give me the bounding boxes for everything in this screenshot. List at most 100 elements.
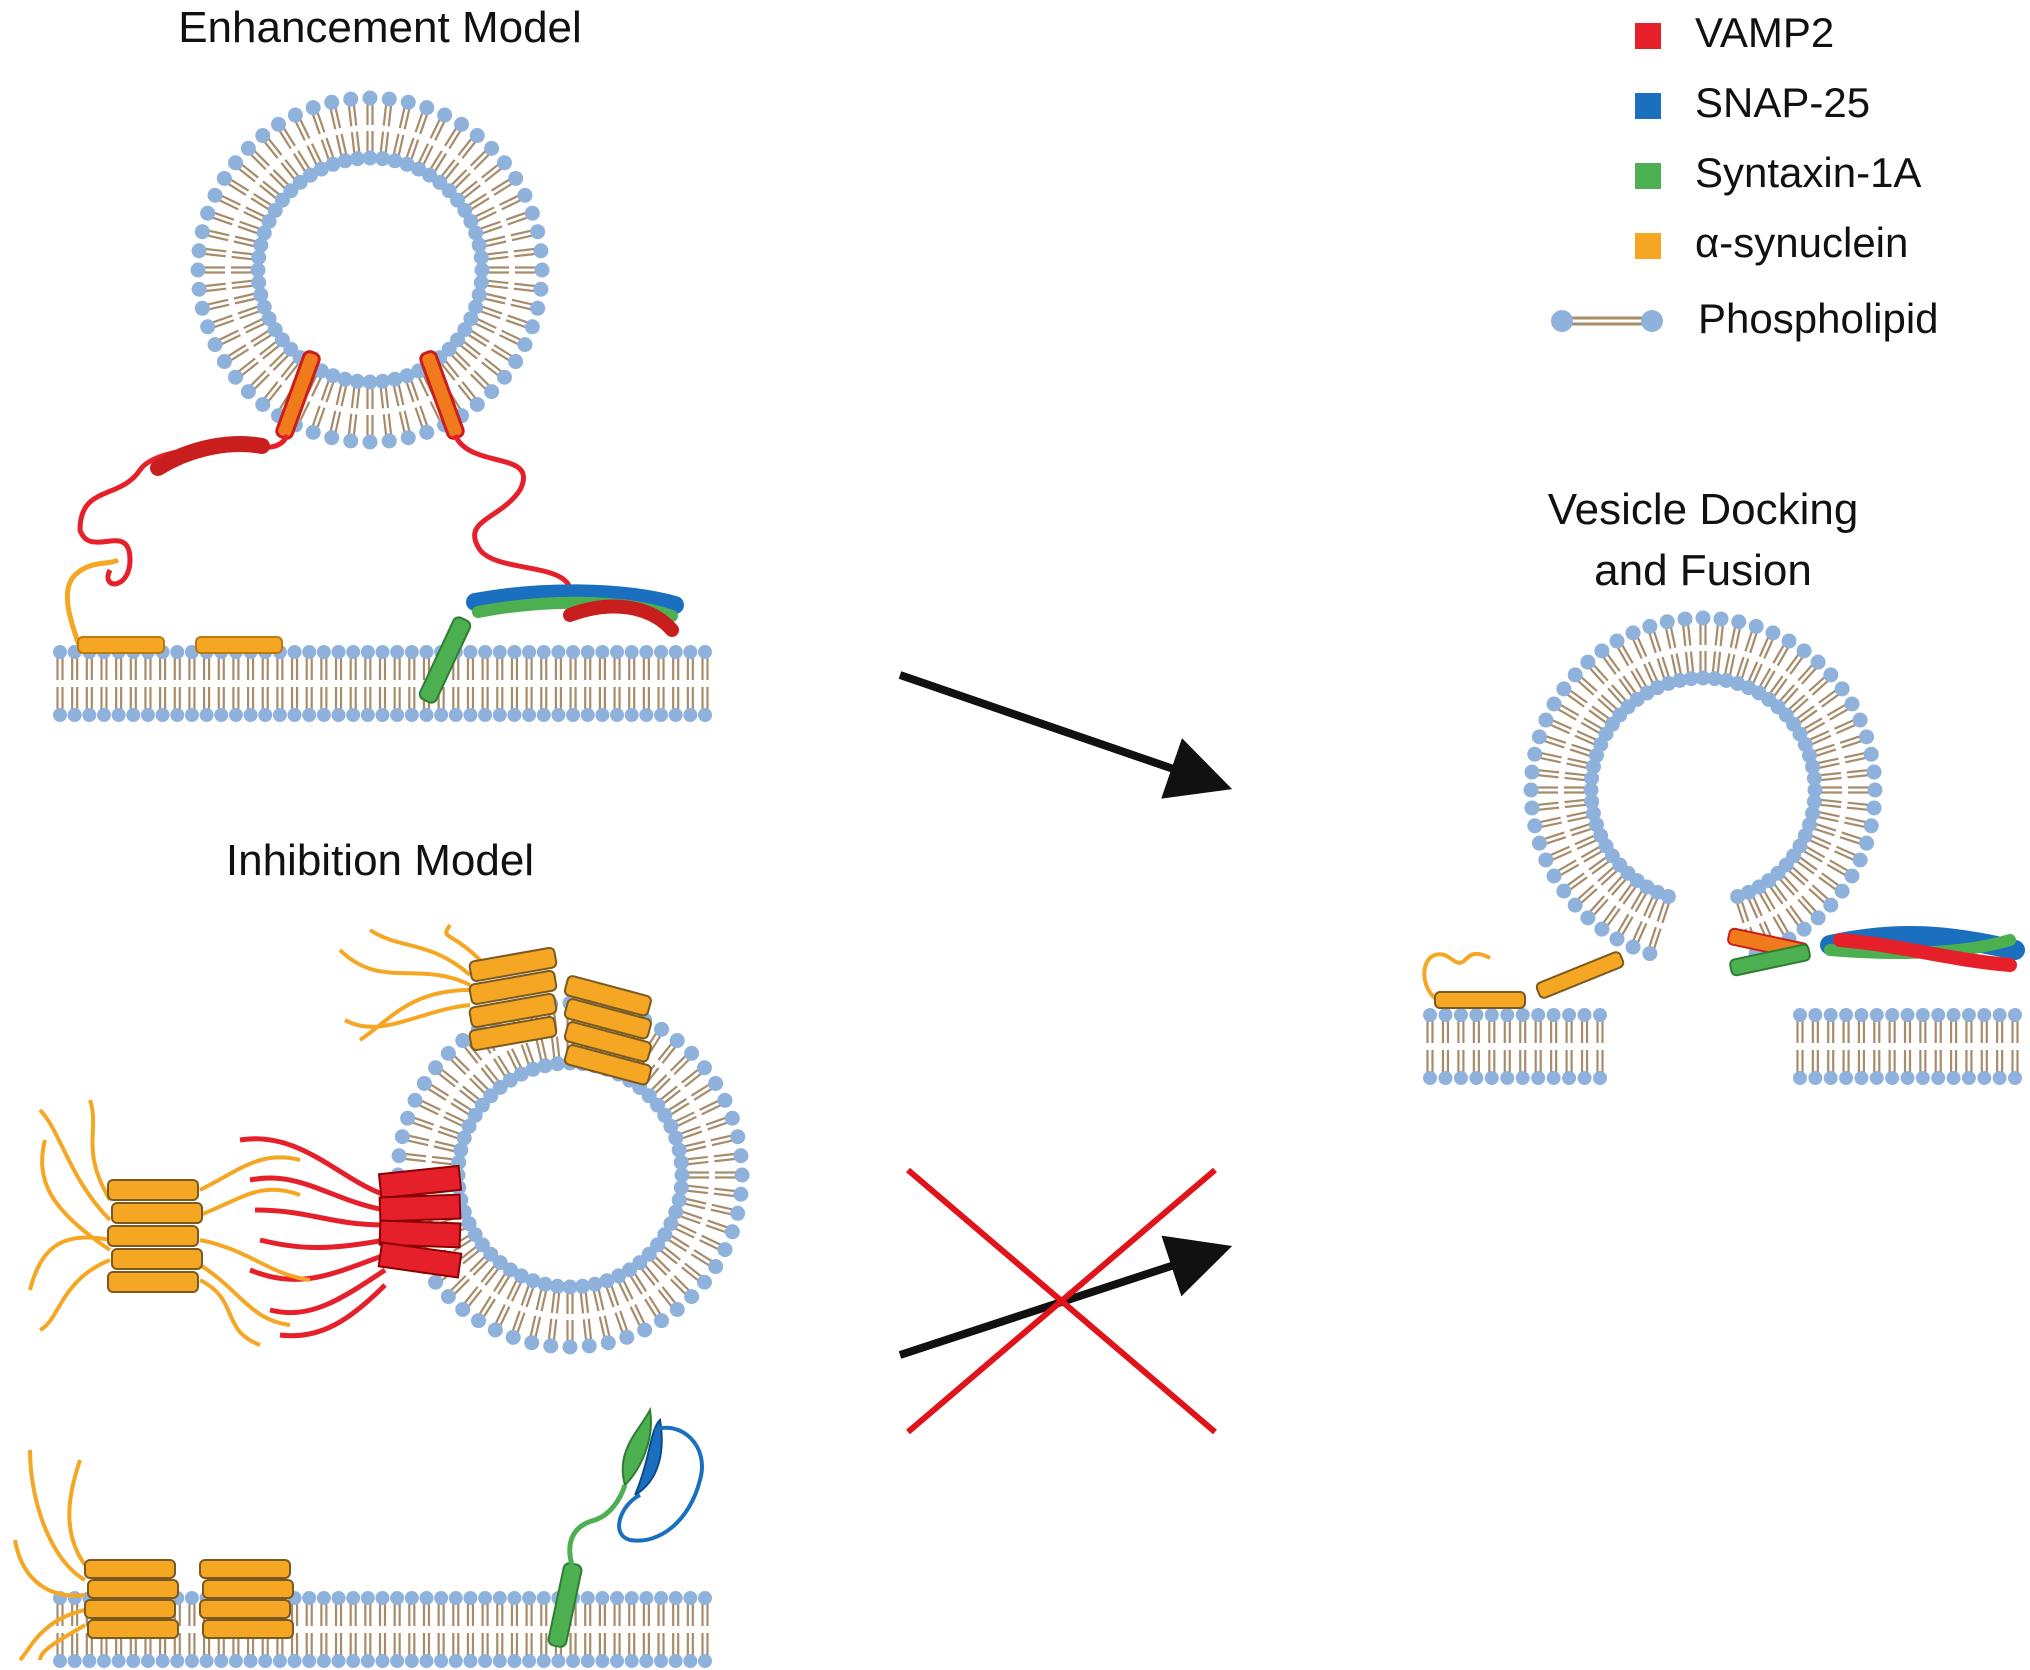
lipid-head xyxy=(513,1066,529,1082)
lipid-head xyxy=(1805,805,1821,821)
lipid-head xyxy=(611,1268,627,1284)
lipid-head xyxy=(170,708,185,722)
lipid-head xyxy=(199,708,214,722)
lipid-head xyxy=(668,645,683,659)
synuclein-multimer-membrane xyxy=(13,1449,294,1662)
lipid-head xyxy=(324,430,340,446)
lipid-head xyxy=(537,1058,553,1074)
lipid-head xyxy=(1852,712,1868,728)
lipid-head xyxy=(463,645,478,659)
lipid-head xyxy=(375,708,390,722)
lipid-head xyxy=(381,433,397,449)
fusion-membrane-left xyxy=(1423,1008,1607,1085)
lipid-head xyxy=(1900,1071,1915,1085)
lipid-head xyxy=(240,140,256,156)
lipid-head xyxy=(610,645,625,659)
fusion-synuclein-helix-2 xyxy=(1535,951,1625,999)
lipid-head xyxy=(1915,1071,1930,1085)
lipid-head xyxy=(551,708,566,722)
lipid-head xyxy=(126,708,141,722)
lipid-head xyxy=(683,1654,698,1668)
lipid-head xyxy=(194,224,210,240)
lipid-head xyxy=(624,645,639,659)
lipid-head xyxy=(331,1654,346,1668)
lipid-head xyxy=(404,1591,419,1605)
lipid-head xyxy=(349,373,365,389)
lipid-head xyxy=(508,170,524,186)
lipid-head xyxy=(419,708,434,722)
lipid-head xyxy=(362,90,378,106)
legend-label-syntaxin: Syntaxin-1A xyxy=(1695,149,1921,196)
lipid-head xyxy=(587,1276,603,1292)
lipid-head xyxy=(1538,852,1554,868)
lipid-head xyxy=(671,1142,687,1158)
lipid-head xyxy=(256,225,272,241)
lipid-head xyxy=(287,708,302,722)
lipid-head xyxy=(1796,643,1812,659)
snare-bundle-snap25 xyxy=(466,584,684,614)
lipid-head xyxy=(698,645,712,659)
lipid-head xyxy=(478,708,493,722)
lipid-head xyxy=(595,1654,610,1668)
lipid-head xyxy=(1885,1008,1900,1022)
lipid-head xyxy=(1546,1008,1561,1022)
legend-label-snap25: SNAP-25 xyxy=(1695,79,1870,126)
lipid-head xyxy=(82,708,97,722)
lipid-head xyxy=(470,1313,486,1329)
lipid-head xyxy=(428,1274,444,1290)
lipid-head xyxy=(1900,1008,1915,1022)
lipid-head xyxy=(461,1118,477,1134)
lipid-head xyxy=(1527,746,1543,762)
lipid-head xyxy=(375,1591,390,1605)
lipid-head xyxy=(530,300,546,316)
lipid-head xyxy=(639,1654,654,1668)
lipid-head xyxy=(400,94,416,110)
lipid-head xyxy=(67,1654,82,1668)
lipid-head xyxy=(1859,729,1875,745)
lipid-head xyxy=(454,116,470,132)
lipid-head xyxy=(1500,1008,1515,1022)
lipid-head xyxy=(1796,921,1812,937)
lipid-head xyxy=(600,1335,616,1351)
vamp2-tm-helix-left xyxy=(275,350,321,440)
lipid-head xyxy=(1823,1071,1838,1085)
lipid-head xyxy=(2008,1008,2022,1022)
lipid-head xyxy=(595,1591,610,1605)
lipid-head xyxy=(390,708,405,722)
fusion-vesicle xyxy=(1523,610,1883,962)
lipid-head xyxy=(1546,1071,1561,1085)
lipid-head xyxy=(668,708,683,722)
lipid-head xyxy=(622,1262,638,1278)
lipid-head xyxy=(683,708,698,722)
lipid-head xyxy=(530,224,546,240)
lipid-head xyxy=(469,128,485,144)
lipid-head xyxy=(325,368,341,384)
lipid-head xyxy=(419,100,435,116)
lipid-head xyxy=(1585,805,1601,821)
lipid-head xyxy=(1531,729,1547,745)
lipid-head xyxy=(733,1186,749,1202)
lipid-head xyxy=(1854,1071,1869,1085)
lipid-head xyxy=(1810,910,1826,926)
lipid-head xyxy=(1594,643,1610,659)
lipid-head xyxy=(455,1033,471,1049)
lipid-head xyxy=(200,319,216,335)
lipid-head xyxy=(126,1654,141,1668)
lipid-head xyxy=(1866,800,1882,816)
lipid-head xyxy=(228,1654,243,1668)
lipid-head xyxy=(517,337,533,353)
lipid-head xyxy=(683,645,698,659)
lipid-head xyxy=(654,1591,669,1605)
lipid-head xyxy=(399,156,415,172)
enhancement-model-title: Enhancement Model xyxy=(178,3,582,52)
lipid-head xyxy=(1931,1071,1946,1085)
inhibition-model-title: Inhibition Model xyxy=(226,836,534,885)
lipid-head xyxy=(1642,618,1658,634)
lipid-head xyxy=(1695,610,1711,626)
lipid-head xyxy=(457,202,473,218)
lipid-head xyxy=(1805,759,1821,775)
lipid-head xyxy=(549,1278,565,1294)
lipid-head xyxy=(1823,667,1839,683)
lipid-head xyxy=(580,645,595,659)
lipid-head xyxy=(536,1591,551,1605)
